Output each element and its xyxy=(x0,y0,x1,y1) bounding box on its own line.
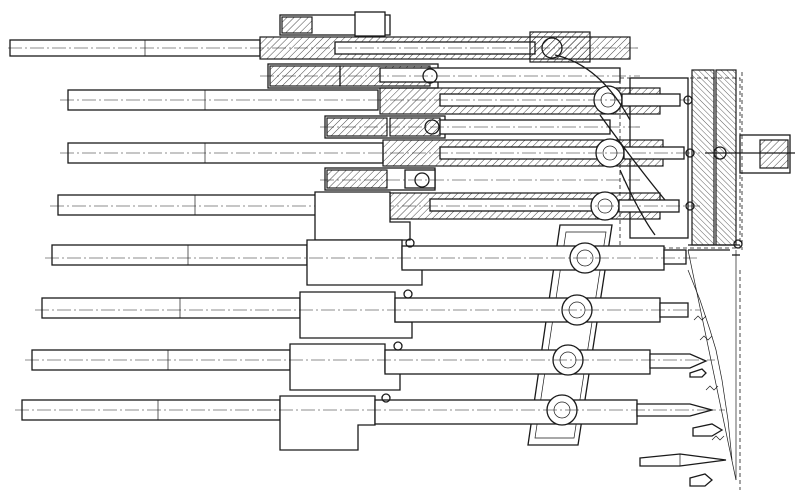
barrel-row-11 xyxy=(15,393,725,451)
cartridge-1 xyxy=(689,368,707,378)
feed-spring-rail xyxy=(687,269,733,461)
chamber-frame xyxy=(619,69,795,481)
right-edge-marks xyxy=(739,72,743,490)
barrel-row-1 xyxy=(8,11,640,63)
barrel-row-6 xyxy=(320,167,640,191)
cartridge-2 xyxy=(692,423,724,437)
barrel-row-8 xyxy=(45,238,700,286)
barrel-row-3 xyxy=(60,85,693,115)
barrel-row-5 xyxy=(60,138,700,168)
barrel-row-2 xyxy=(260,63,640,89)
barrel-row-10 xyxy=(25,341,715,391)
link-arms xyxy=(554,54,666,236)
barrel-row-7 xyxy=(50,191,700,241)
barrel-row-9 xyxy=(35,289,700,339)
barrel-row-4 xyxy=(320,115,640,139)
cartridge-3 xyxy=(639,453,727,467)
cartridge-4 xyxy=(689,473,713,487)
